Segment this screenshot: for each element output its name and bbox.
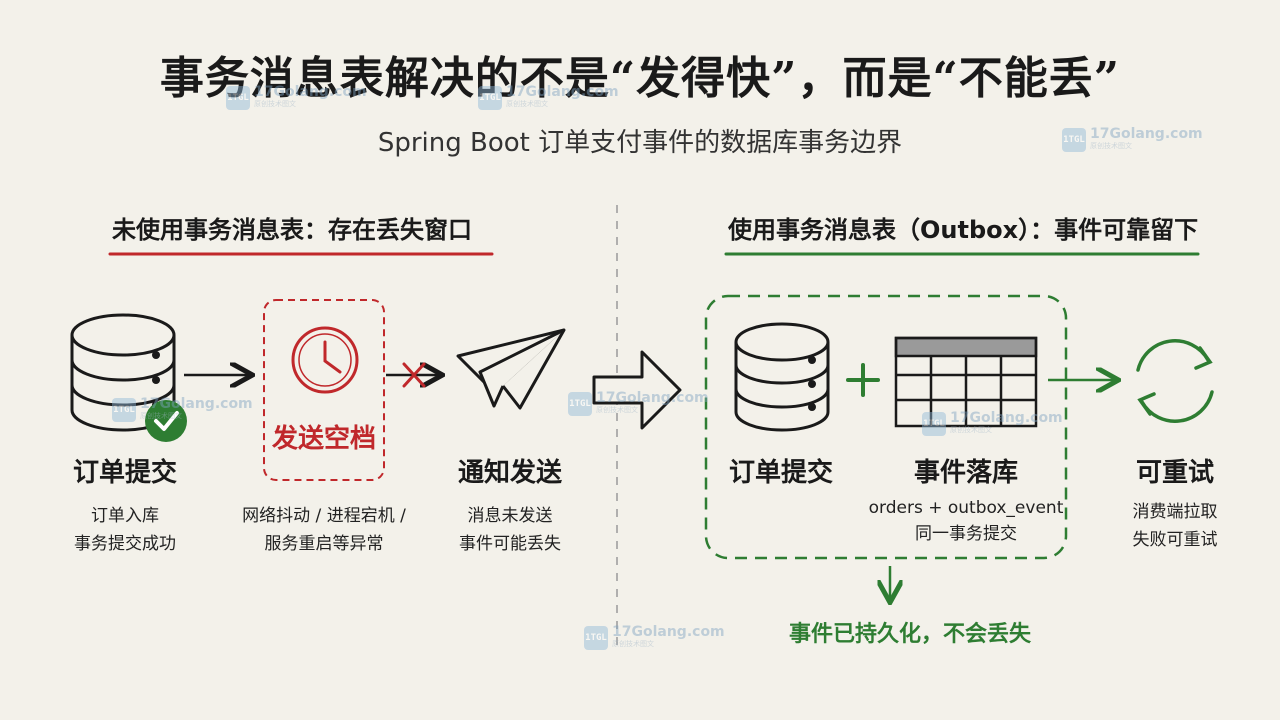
right-order-label: 订单提交 [728,458,833,488]
gap-desc1: 网络抖动 / 进程宕机 / [242,506,406,526]
gap-desc2: 服务重启等异常 [264,534,384,554]
database-icon [70,313,176,432]
transaction-boundary-box [704,294,1068,560]
retry-desc2: 失败可重试 [1132,530,1218,550]
left-order-desc2: 事务提交成功 [74,534,176,554]
gap-dashed-box [263,299,385,481]
page-subtitle: Spring Boot 订单支付事件的数据库事务边界 [377,128,903,158]
event-persist-desc2: 同一事务提交 [915,524,1017,544]
retry-desc1: 消费端拉取 [1132,502,1218,522]
check-badge-icon [145,400,187,442]
page-title: 事务消息表解决的不是“发得快”，而是“不能丢” [159,53,1121,104]
notify-desc2: 事件可能丢失 [459,534,561,554]
plus-icon [846,363,880,397]
notify-desc1: 消息未发送 [467,506,553,526]
clock-icon [291,326,359,394]
notify-label: 通知发送 [457,458,562,488]
left-section-heading: 未使用事务消息表：存在丢失窗口 [112,216,472,244]
paper-plane-icon [456,328,566,410]
retry-icon [1136,339,1214,423]
event-persist-label: 事件落库 [913,458,1018,488]
big-transition-arrow [592,350,682,430]
right-section-heading: 使用事务消息表（Outbox）：事件可靠留下 [728,216,1199,244]
left-order-desc1: 订单入库 [91,506,159,526]
persist-result-text: 事件已持久化，不会丢失 [788,622,1031,647]
database-icon-right [734,322,830,432]
table-icon [894,336,1038,428]
cross-icon [402,362,426,388]
retry-label: 可重试 [1135,458,1214,488]
event-persist-desc1: orders + outbox_event [868,498,1064,518]
gap-label: 发送空档 [271,424,376,454]
left-order-label: 订单提交 [72,458,177,488]
